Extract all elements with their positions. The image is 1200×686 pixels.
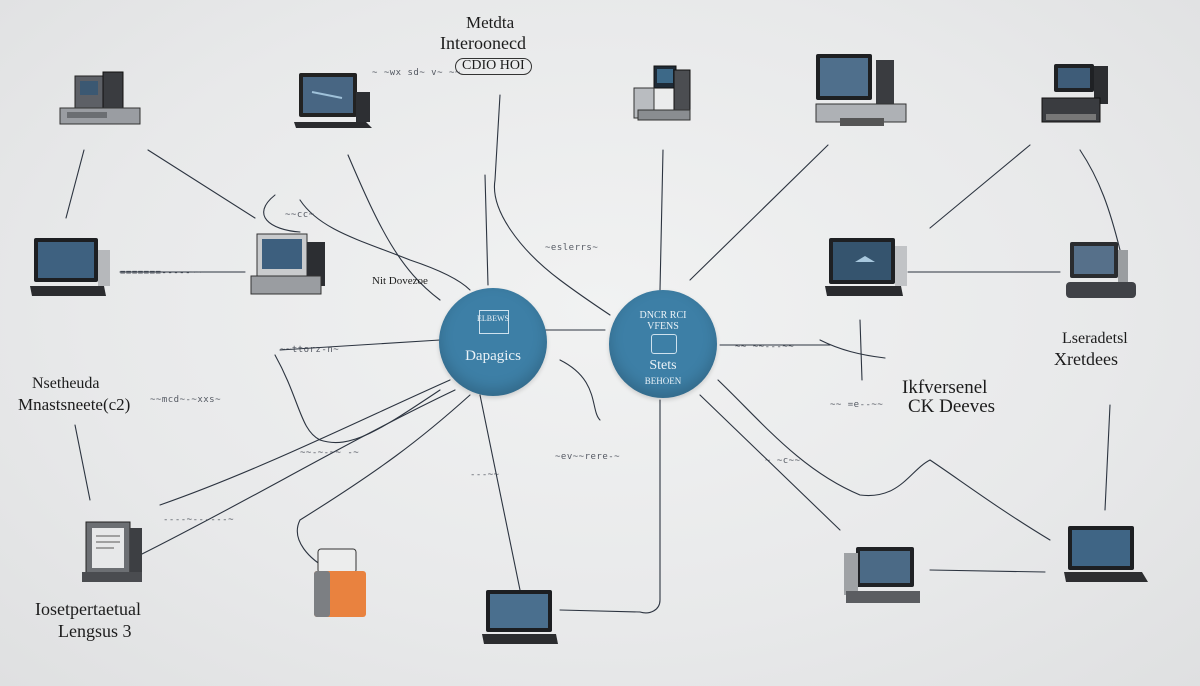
- left-group-line-1: Nsetheuda: [32, 375, 100, 392]
- laptop-icon[interactable]: [825, 236, 911, 300]
- wire: [929, 144, 1031, 229]
- wire: [559, 359, 601, 421]
- server-icon[interactable]: [245, 230, 335, 300]
- monitor-icon[interactable]: [1064, 240, 1140, 302]
- title-badge: CDIO HOI: [455, 58, 532, 75]
- left-group-line-2: Mnastsneete(c2): [18, 395, 131, 414]
- wire: [717, 379, 1051, 541]
- scribble: ----~------~: [163, 515, 235, 525]
- left-hub-note: Nit Dovezoe: [372, 275, 428, 287]
- wire: [296, 394, 471, 571]
- wire: [859, 319, 863, 381]
- document-icon: [479, 310, 509, 334]
- hub-right[interactable]: DNCR RCI VFENS Stets BEHOEN: [609, 290, 717, 398]
- hub-left-label: Dapagics: [465, 348, 521, 364]
- wire: [559, 609, 641, 613]
- scribble: ~ ~wx sd~ v~ ~~: [372, 68, 461, 78]
- right-top-line-2: Xretdees: [1054, 349, 1118, 369]
- hub-left-top-text: ELBEWS: [477, 314, 509, 323]
- desktop-tower-icon[interactable]: [630, 62, 698, 128]
- wire: [484, 174, 489, 286]
- scribble: =======-----~~: [120, 268, 203, 278]
- scribble: ~~-~-~~ -~: [300, 448, 360, 458]
- wire: [159, 379, 451, 506]
- drop-icon: [651, 334, 677, 354]
- wire: [699, 394, 841, 531]
- right-mid-line-1: Ikfversenel: [902, 377, 988, 398]
- wire: [929, 569, 1046, 573]
- wire: [1079, 149, 1121, 251]
- right-mid-line-2: CK Deeves: [908, 396, 996, 417]
- monitor-icon[interactable]: [840, 543, 924, 609]
- hub-right-top-text: DNCR RCI VFENS: [639, 310, 687, 332]
- laptop-icon[interactable]: [482, 588, 560, 648]
- desktop-tower-icon[interactable]: [1038, 60, 1116, 128]
- wire: [147, 149, 256, 219]
- bottom-left-line-2: Lengsus 3: [58, 621, 132, 641]
- hub-left[interactable]: ELBEWS Dapagics: [439, 288, 547, 396]
- scribble: ~eslerrs~: [545, 243, 599, 253]
- bottom-left-line-1: Iosetpertaetual: [35, 599, 141, 619]
- desktop-tower-icon[interactable]: [55, 68, 145, 133]
- wire: [479, 394, 521, 591]
- wire: [639, 399, 661, 614]
- wire: [139, 389, 456, 556]
- wire: [659, 149, 664, 291]
- scribble: ~~ttorz-n~: [280, 345, 340, 355]
- router-icon[interactable]: [310, 545, 370, 621]
- wire: [299, 199, 471, 291]
- right-top-line-1: Lseradetsl: [1062, 330, 1128, 347]
- monitor-icon[interactable]: [810, 52, 910, 130]
- title-line-2: Interoonecd: [440, 33, 526, 53]
- wire: [274, 354, 441, 444]
- wire: [279, 339, 441, 351]
- scribble: ~~ =e--~~: [830, 400, 884, 410]
- wire: [347, 154, 441, 301]
- laptop-icon[interactable]: [294, 70, 376, 132]
- wire: [819, 339, 886, 359]
- scribble: ~ev~~rere-~: [555, 452, 621, 462]
- wire: [263, 194, 301, 233]
- scribble: ~~cc~: [285, 210, 315, 220]
- laptop-icon[interactable]: [30, 236, 112, 300]
- scribble: ---~~: [470, 470, 500, 480]
- hub-right-label: Stets: [649, 358, 677, 373]
- wire: [65, 149, 85, 219]
- laptop-icon[interactable]: [1062, 524, 1152, 588]
- scribble: ~ ~c~~: [765, 456, 801, 466]
- scribble: ~~ ~~---~~: [735, 342, 795, 352]
- title-line-1: Metdta: [466, 13, 515, 32]
- wire: [1104, 404, 1111, 511]
- wire: [493, 94, 611, 316]
- scribble: ~~mcd~-~xxs~: [150, 395, 222, 405]
- hub-right-bottom-text: BEHOEN: [644, 376, 682, 386]
- printer-icon[interactable]: [78, 518, 148, 586]
- wire: [689, 144, 829, 281]
- wire: [74, 424, 91, 501]
